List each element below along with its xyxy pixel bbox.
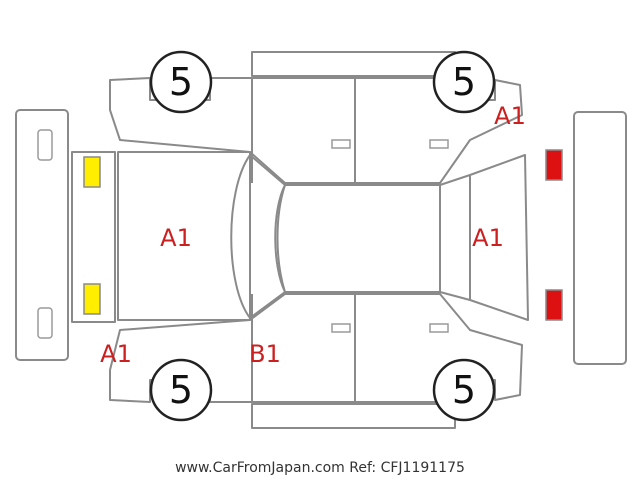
damage-code-pillar: B1 — [249, 340, 281, 368]
front-lamp-bottom — [83, 283, 101, 315]
tire-front-left: 5 — [149, 50, 213, 114]
left-side-step — [251, 51, 456, 77]
front-lamp-top — [83, 156, 101, 188]
rear-lamp-bottom — [545, 289, 563, 321]
left-rear-handle — [429, 139, 449, 149]
right-side-step — [251, 403, 456, 429]
damage-code-hood: A1 — [160, 224, 192, 252]
left-front-handle — [331, 139, 351, 149]
front-bumper-slot-bottom — [37, 307, 53, 339]
tire-front-left-rating: 5 — [169, 60, 193, 104]
tire-front-right: 5 — [149, 358, 213, 422]
tire-rear-left: 5 — [432, 50, 496, 114]
tire-front-right-circle — [149, 358, 213, 422]
tire-front-right-rating: 5 — [169, 368, 193, 412]
footer-reference: www.CarFromJapan.com Ref: CFJ1191175 — [175, 460, 465, 476]
right-front-handle — [331, 323, 351, 333]
front-bumper-slot-top — [37, 129, 53, 161]
right-rear-handle — [429, 323, 449, 333]
tire-rear-right-rating: 5 — [452, 368, 476, 412]
rear-lamp-top — [545, 149, 563, 181]
damage-code-rear-hatch: A1 — [472, 224, 504, 252]
tire-front-left-circle — [149, 50, 213, 114]
rear-bumper — [573, 111, 627, 365]
roof — [276, 184, 441, 293]
tire-rear-left-circle — [432, 50, 496, 114]
damage-code-front-fender: A1 — [100, 340, 132, 368]
tire-rear-right-circle — [432, 358, 496, 422]
front-grille — [71, 151, 116, 323]
tire-rear-left-rating: 5 — [452, 60, 476, 104]
front-bumper — [15, 109, 69, 361]
rear-window — [439, 174, 471, 301]
windshield — [230, 154, 286, 319]
damage-code-rear-quarter: A1 — [494, 102, 526, 130]
rear-hatch — [469, 154, 529, 321]
tire-rear-right: 5 — [432, 358, 496, 422]
